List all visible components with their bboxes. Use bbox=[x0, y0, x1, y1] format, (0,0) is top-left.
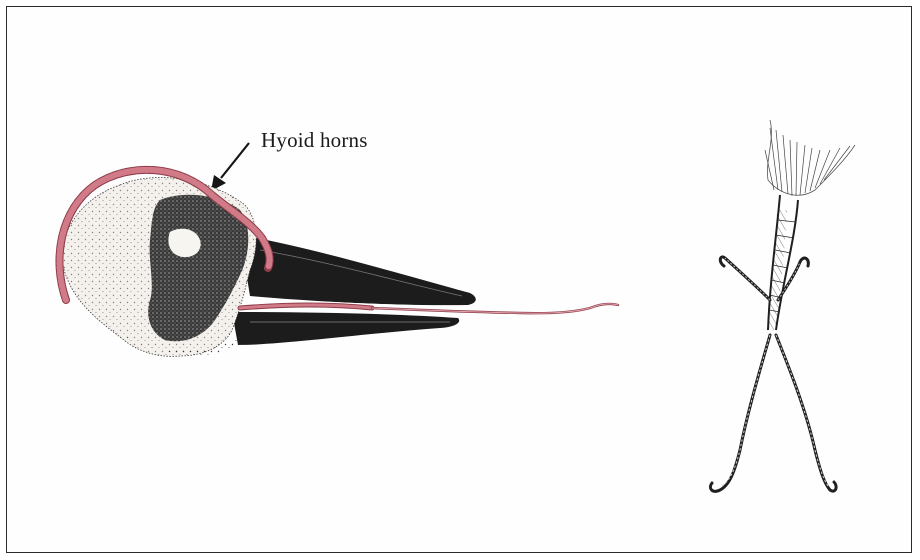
woodpecker-foot bbox=[710, 120, 855, 491]
lower-bill bbox=[232, 312, 459, 345]
upper-bill bbox=[240, 235, 476, 305]
arrow-icon bbox=[211, 143, 249, 191]
front-toe-right bbox=[776, 335, 836, 491]
leg-feathers bbox=[767, 120, 855, 195]
front-toe-left bbox=[710, 335, 770, 491]
woodpecker-skull bbox=[59, 170, 618, 357]
rear-toe-left bbox=[720, 257, 770, 300]
